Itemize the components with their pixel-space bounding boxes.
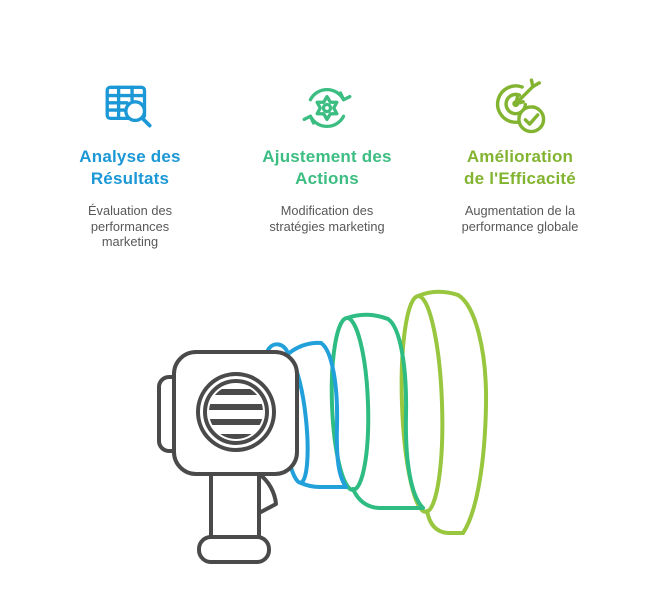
megaphone-icon: [157, 350, 299, 564]
speaker-grill: [209, 389, 263, 439]
title-line: Analyse des: [79, 147, 181, 166]
ribbon-lime: [399, 289, 489, 535]
column-analyse-des-resultats: Analyse des Résultats Évaluation des per…: [28, 76, 232, 250]
description-line: performances: [90, 218, 170, 234]
column-description: Modification des stratégies marketing: [269, 203, 384, 234]
description-line: marketing: [101, 234, 159, 250]
title-line: Ajustement des: [262, 147, 392, 166]
title-line: de l'Efficacité: [464, 169, 576, 189]
table-search-icon: [101, 76, 159, 140]
sync-gear-icon: [298, 76, 356, 140]
description-line: Modification des: [280, 203, 374, 219]
column-ajustement-des-actions: Ajustement des Actions Modification des …: [225, 76, 429, 234]
description-line: Évaluation des: [88, 203, 172, 219]
column-amelioration-efficacite: Amélioration de l'Efficacité Augmentatio…: [418, 76, 622, 234]
column-title: Analyse des Résultats: [79, 146, 180, 190]
ribbon-teal: [329, 312, 425, 510]
column-title: Ajustement des Actions: [262, 146, 391, 190]
description-line: stratégies marketing: [269, 218, 385, 234]
column-title: Amélioration de l'Efficacité: [464, 146, 576, 190]
column-description: Augmentation de la performance globale: [462, 203, 579, 234]
description-line: performance globale: [461, 218, 579, 234]
description-line: Augmentation de la: [464, 203, 576, 219]
title-line: Actions: [295, 169, 359, 189]
title-line: Amélioration: [466, 147, 574, 166]
title-line: Résultats: [90, 169, 170, 189]
column-description: Évaluation des performances marketing: [88, 203, 172, 250]
target-check-icon: [490, 76, 550, 140]
